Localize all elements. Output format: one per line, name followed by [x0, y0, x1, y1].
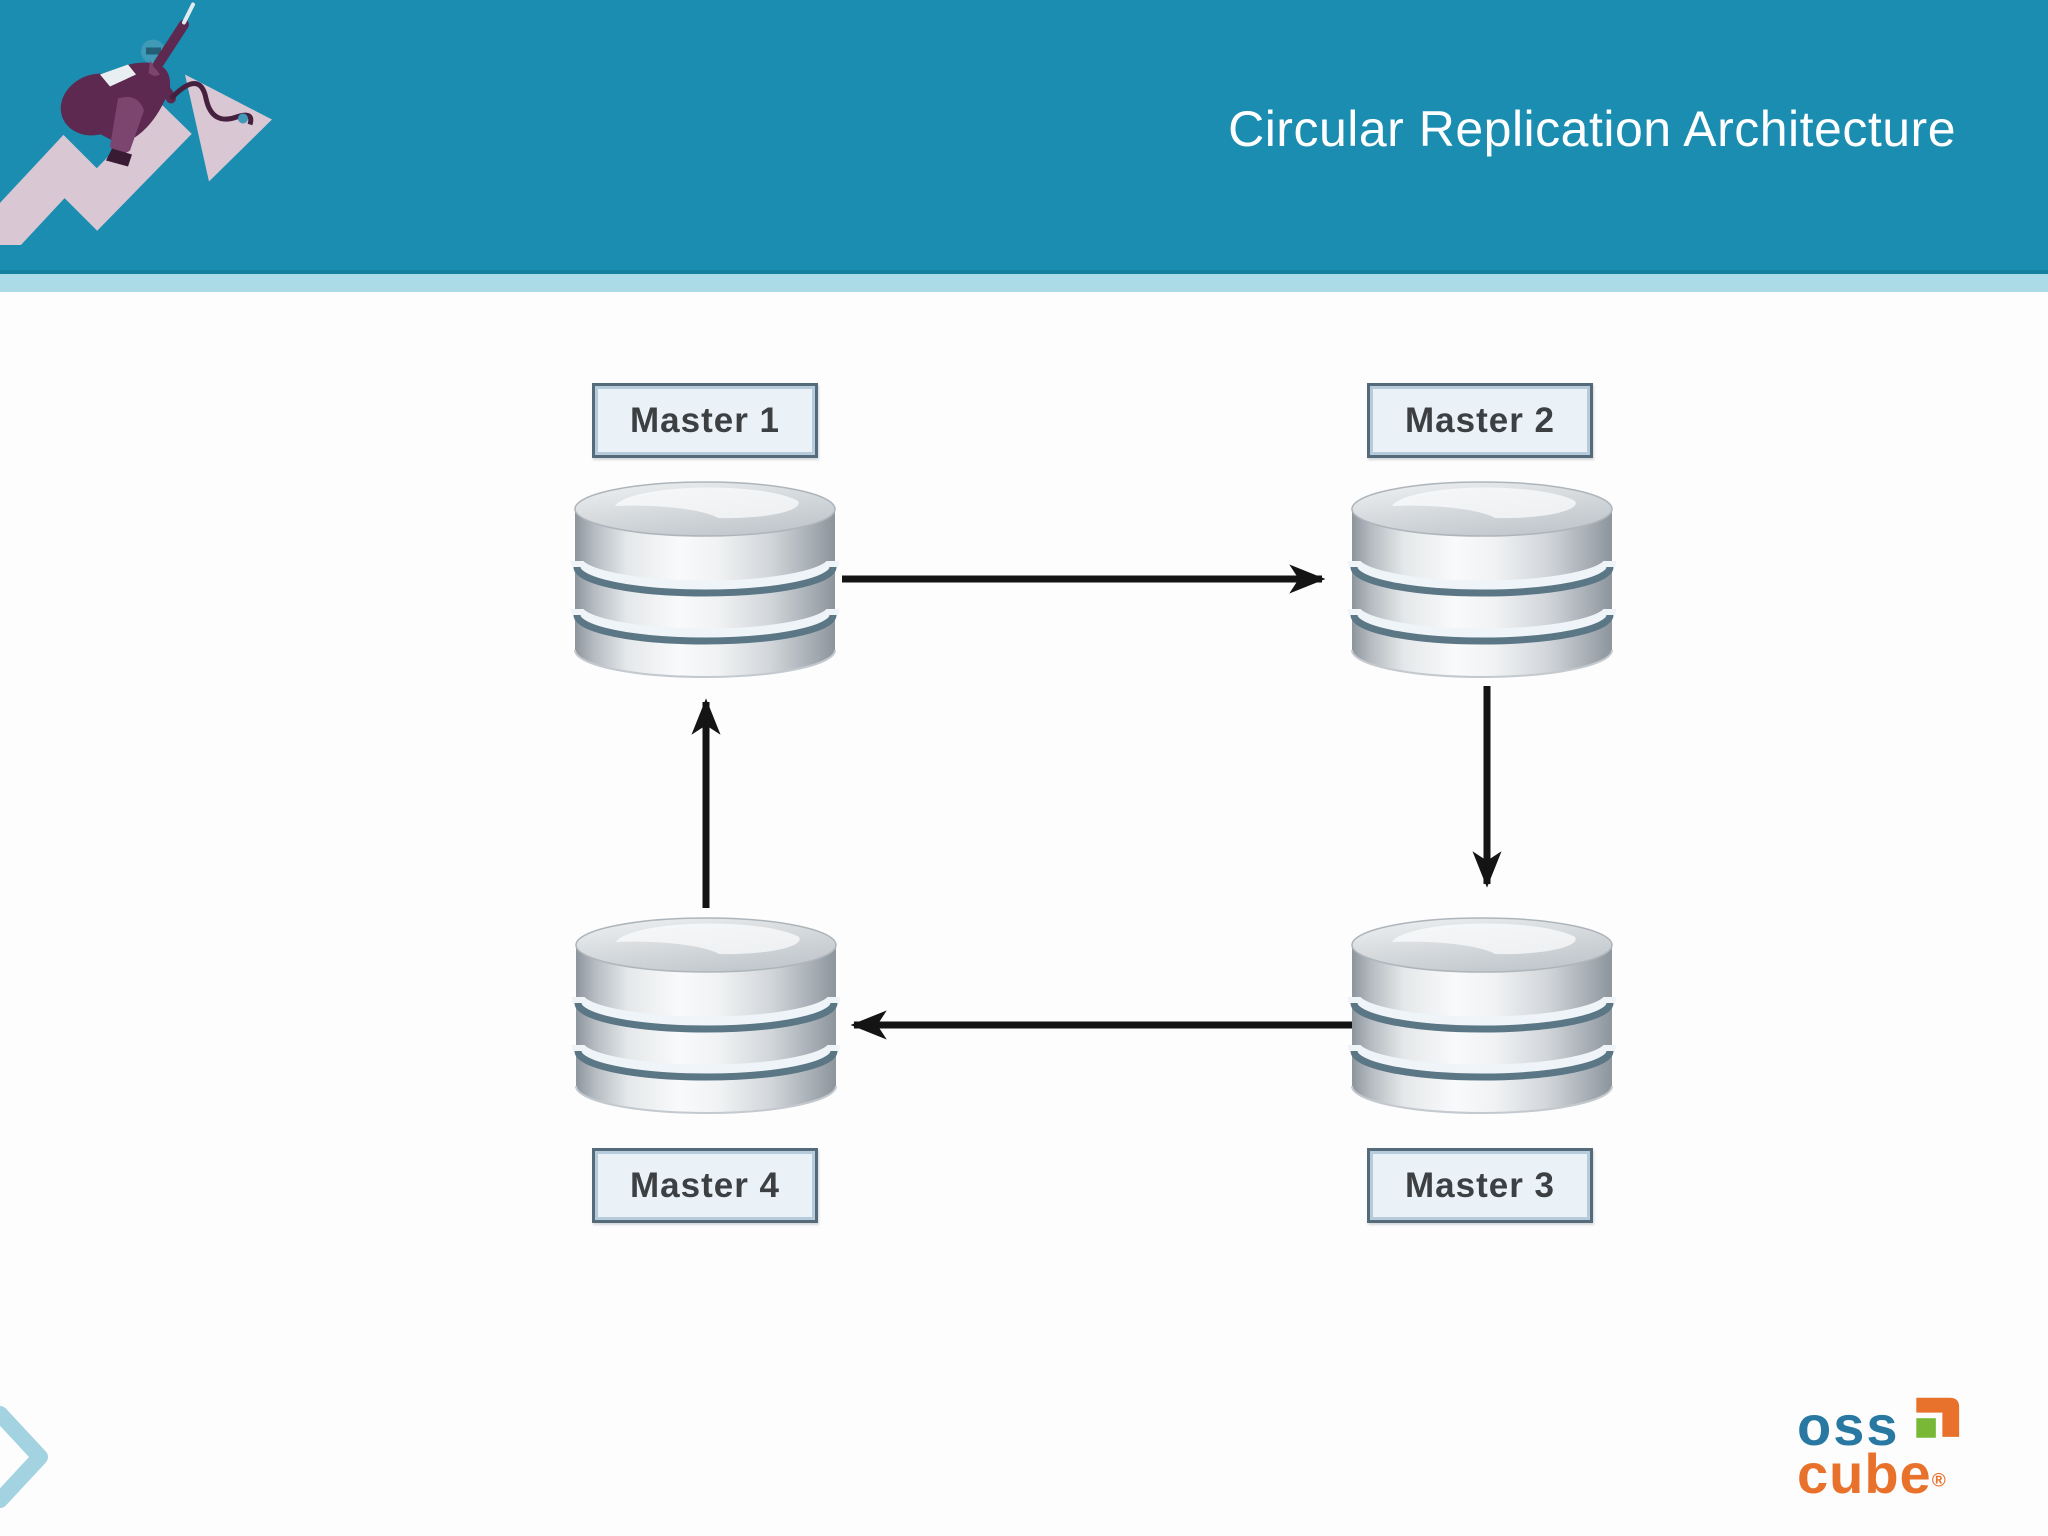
node-label-text: Master 2 — [1404, 400, 1556, 440]
node-label-text: Master 4 — [629, 1165, 781, 1205]
node-label-text: Master 3 — [1404, 1165, 1556, 1205]
logo-oss-text: oss — [1797, 1394, 1900, 1457]
database-icon — [571, 912, 841, 1119]
database-icon — [1347, 476, 1617, 683]
header-band — [0, 0, 2048, 274]
database-icon — [570, 476, 840, 683]
node-label-text: Master 1 — [629, 400, 781, 440]
database-icon — [1347, 912, 1617, 1119]
osscube-logo: oss cube® — [1797, 1394, 2007, 1502]
node-label-master-3: Master 3 — [1367, 1148, 1593, 1223]
logo-cube-text: cube — [1797, 1442, 1932, 1505]
chevron-right-icon — [0, 1406, 48, 1508]
node-label-master-4: Master 4 — [592, 1148, 818, 1223]
logo-row-oss: oss — [1797, 1394, 2007, 1454]
slide-title: Circular Replication Architecture — [1228, 101, 1956, 157]
node-label-master-1: Master 1 — [592, 383, 818, 458]
registered-mark: ® — [1931, 1470, 1946, 1492]
growth-arrow-rider-icon — [0, 2, 272, 245]
header-accent-strip — [0, 274, 2048, 292]
node-label-master-2: Master 2 — [1367, 383, 1593, 458]
logo-row-cube: cube® — [1797, 1446, 2007, 1502]
cube-glyph-icon — [1915, 1397, 1959, 1438]
